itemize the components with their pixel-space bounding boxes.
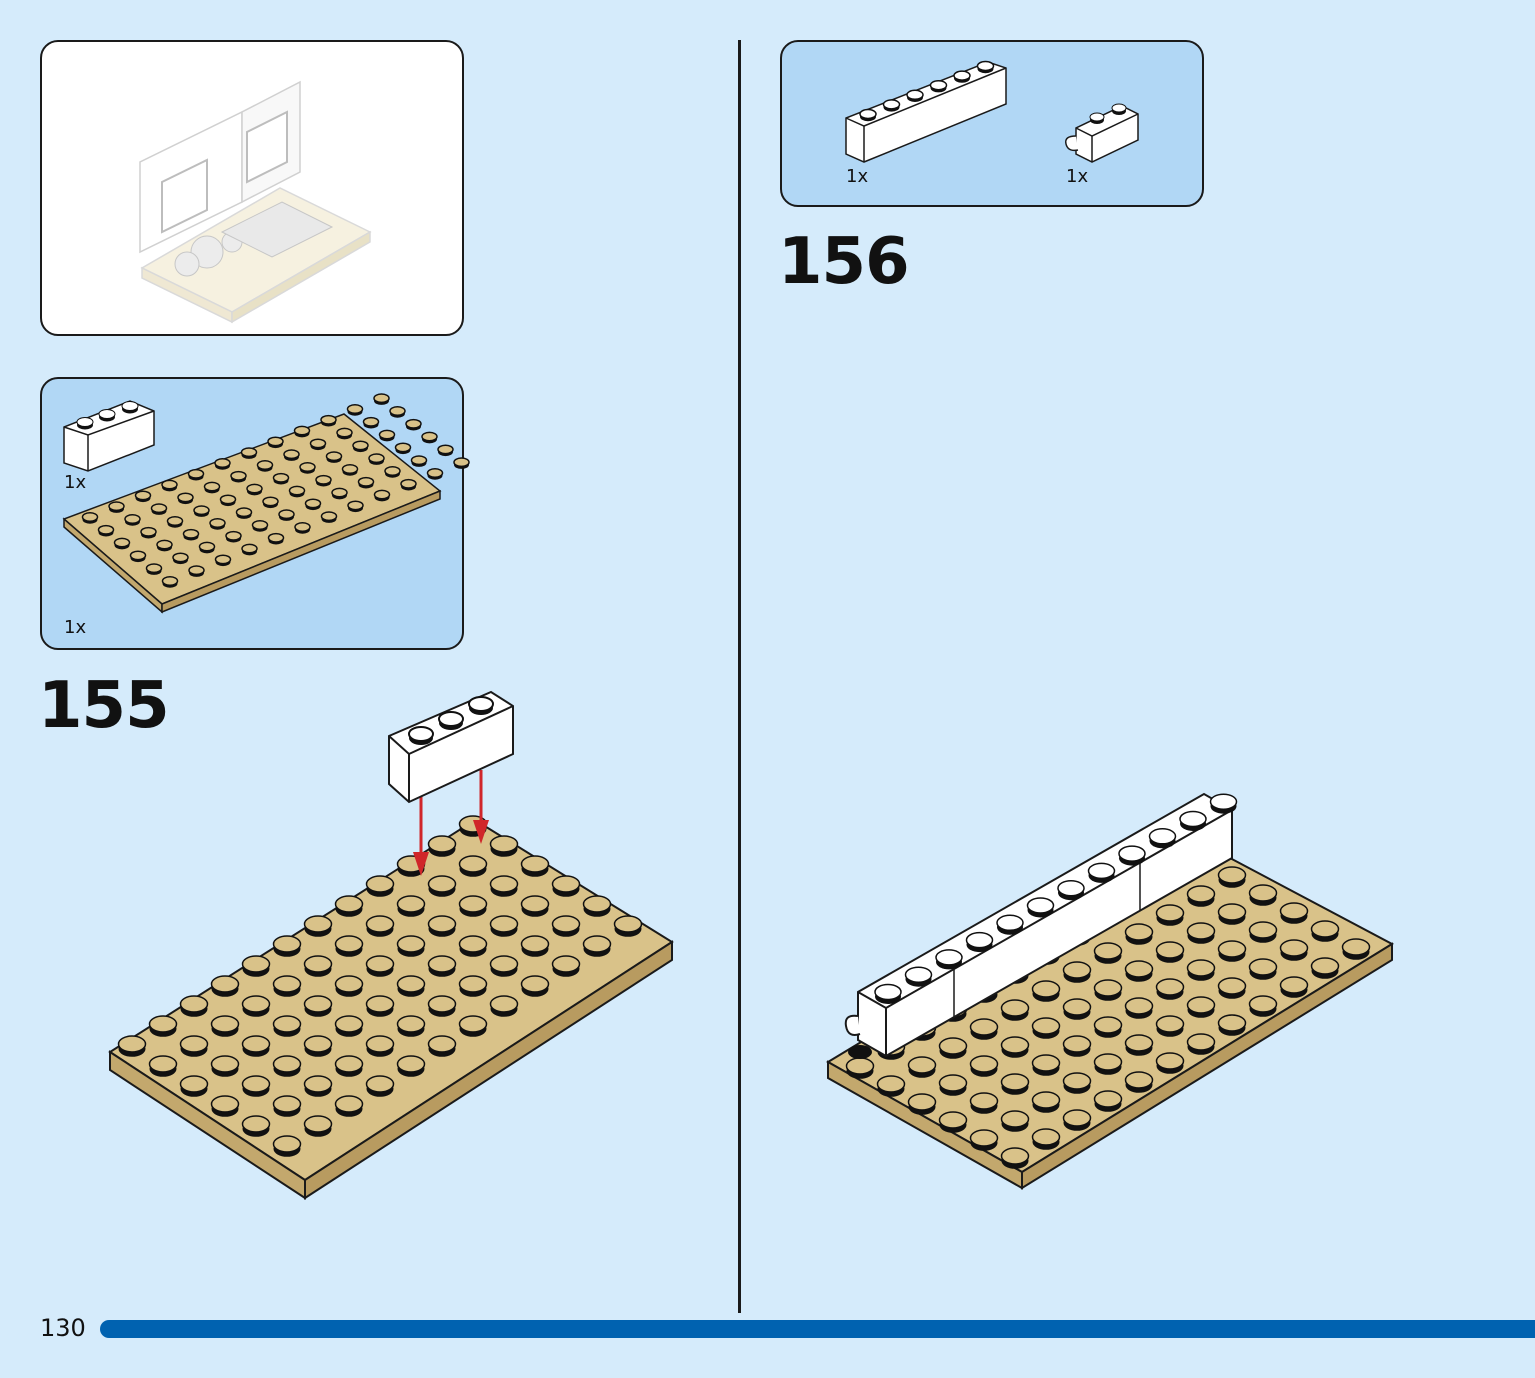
step-155-build-illustration: [108, 690, 674, 1200]
step-divider: [738, 40, 741, 1313]
model-overview-panel: [40, 40, 464, 336]
progress-bar: [100, 1320, 1535, 1338]
model-preview-image: [139, 80, 372, 324]
tan-plate-6x12-icon: [62, 393, 470, 614]
step-155-parts-callout: 1x 1x: [40, 377, 470, 650]
white-brick-clip-icon: [1064, 103, 1139, 163]
step-number: 156: [778, 225, 910, 299]
step-156-parts-callout: 1x 1x: [780, 40, 1204, 207]
white-brick-1x3: [388, 690, 514, 804]
step-156-build-illustration: [826, 792, 1395, 1190]
step-number: 155: [38, 669, 170, 743]
page-number: 130: [40, 1314, 86, 1342]
white-brick-1x6-icon: [845, 60, 1007, 163]
part-quantity: 1x: [846, 166, 869, 187]
part-quantity: 1x: [64, 617, 87, 638]
white-brick-row: [844, 792, 1238, 1059]
white-brick-1x3-icon: [63, 400, 155, 472]
part-quantity: 1x: [1066, 166, 1089, 187]
part-quantity: 1x: [64, 472, 87, 493]
